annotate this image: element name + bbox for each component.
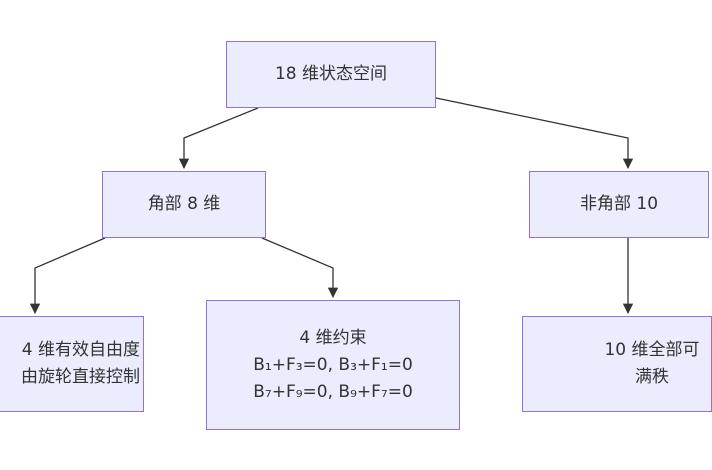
node-label-line-1: 10 维全部可	[604, 340, 700, 360]
node-4-dim-constraint: 4 维约束 B₁+F₃=0, B₃+F₁=0 B₇+F₉=0, B₉+F₇=0	[206, 300, 460, 430]
node-10-dim-full-rank: 10 维全部可 满秩	[522, 316, 712, 412]
node-label-line-2: 满秩	[635, 367, 669, 387]
constraint-equation-1: B₁+F₃=0, B₃+F₁=0	[253, 354, 413, 375]
flowchart-canvas: 18 维状态空间 角部 8 维 非角部 10 4 维有效自由度 由旋轮直接控制 …	[0, 41, 712, 430]
edge-layer	[29, 97, 634, 315]
edge-corner-to-constraint	[261, 237, 339, 299]
node-corner-8-dim: 角部 8 维	[102, 171, 266, 238]
node-label: 角部 8 维	[147, 194, 221, 214]
node-label-line-2: 由旋轮直接控制	[21, 367, 140, 387]
node-label: 18 维状态空间	[274, 64, 388, 84]
constraint-equation-2: B₇+F₉=0, B₉+F₇=0	[253, 381, 413, 402]
node-18-dim-state-space: 18 维状态空间	[226, 41, 436, 108]
node-4-dim-free: 4 维有效自由度 由旋轮直接控制	[0, 316, 144, 412]
edge-root-to-corner	[178, 107, 259, 170]
edge-corner-to-free	[29, 237, 106, 315]
node-label-line-1: 4 维约束	[299, 327, 367, 348]
node-label: 非角部 10	[579, 194, 659, 214]
edge-root-to-noncorner	[435, 97, 634, 170]
node-label-line-1: 4 维有效自由度	[21, 340, 140, 360]
node-non-corner-10-dim: 非角部 10	[529, 171, 709, 238]
